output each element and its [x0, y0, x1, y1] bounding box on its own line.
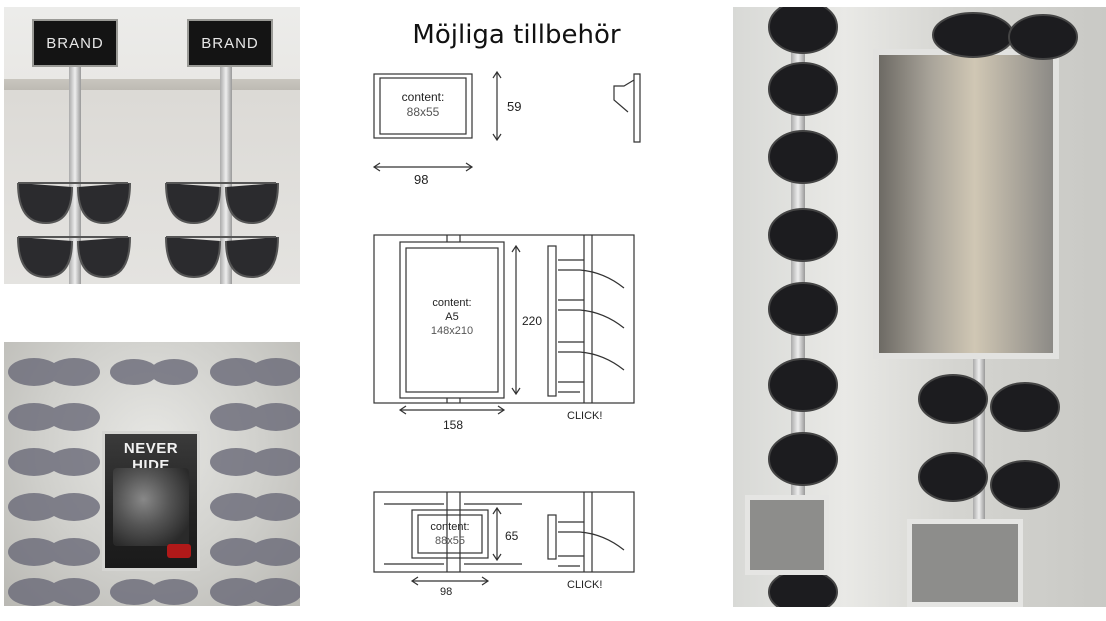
drawing-2-click-note: CLICK! — [567, 410, 603, 422]
photo-brand-signs: BRAND BRAND — [4, 7, 300, 284]
drawing-2-content-format: A5 — [445, 311, 459, 323]
small-mirror-left — [745, 495, 829, 575]
brand-sign-left: BRAND — [32, 19, 118, 67]
drawing-1-content: content: 88x55 — [396, 90, 450, 120]
drawing-3-content: content: 88x55 — [424, 520, 476, 548]
drawing-2-content: content: A5 148x210 — [426, 296, 478, 338]
drawing-3-content-size: 88x55 — [435, 535, 465, 547]
mirror — [873, 49, 1059, 359]
display-pole-left — [69, 67, 81, 284]
sunglasses-group — [17, 182, 279, 279]
drawing-2-height: 220 — [522, 314, 543, 328]
drawing-1-height: 59 — [507, 99, 522, 114]
sunglasses-rows — [8, 358, 300, 606]
drawing-3-content-label: content: — [430, 521, 470, 533]
poster-image — [113, 468, 189, 546]
sunglasses-column — [768, 7, 1078, 607]
display-pole-right — [220, 67, 232, 284]
drawing-1-content-size: 88x55 — [406, 105, 440, 119]
drawing-3-height: 65 — [505, 529, 519, 543]
brand-logo-icon — [167, 544, 191, 558]
technical-drawings — [372, 70, 641, 586]
page-title: Möjliga tillbehör — [412, 20, 621, 50]
photo-poster-display: NEVER HIDE — [4, 342, 300, 606]
drawing-3-width: 98 — [440, 586, 453, 598]
drawing-2-content-label: content: — [432, 297, 472, 309]
drawing-1-width: 98 — [414, 172, 429, 187]
drawing-2-content-size: 148x210 — [430, 325, 474, 337]
poster: NEVER HIDE — [102, 431, 200, 571]
drawing-2-width: 158 — [443, 418, 464, 432]
drawing-1-content-label: content: — [401, 90, 445, 104]
photo-mirror-display — [733, 7, 1106, 607]
drawing-3-click-note: CLICK! — [567, 579, 603, 591]
brand-sign-right: BRAND — [187, 19, 273, 67]
small-mirror-right — [907, 519, 1023, 607]
